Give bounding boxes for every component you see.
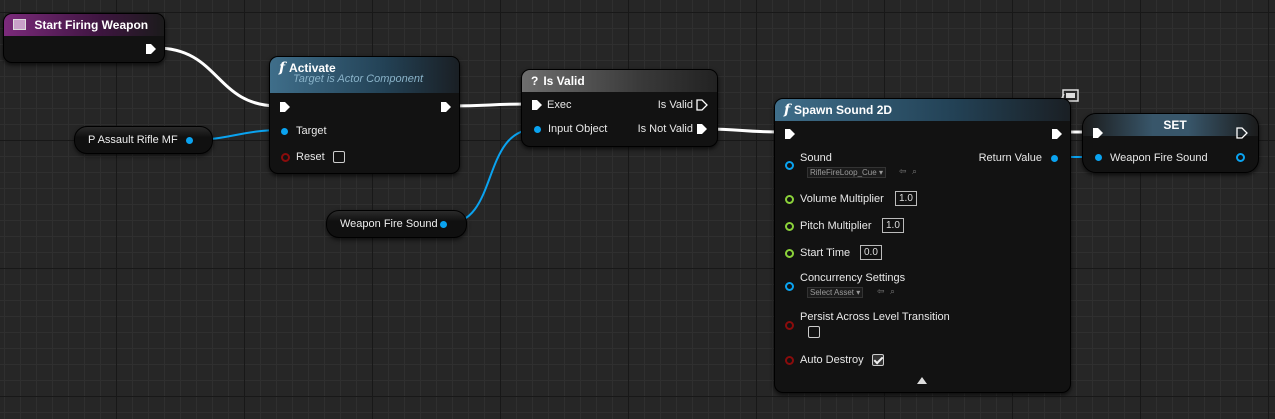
exec-wire-event-to-activate bbox=[154, 46, 280, 108]
concurrency-label: Concurrency Settings bbox=[800, 272, 906, 284]
start-time-pin[interactable] bbox=[785, 249, 794, 258]
persist-checkbox[interactable] bbox=[808, 326, 820, 338]
variable-set-node[interactable]: SET Weapon Fire Sound bbox=[1082, 113, 1259, 173]
event-node-title: Start Firing Weapon bbox=[34, 18, 149, 32]
exec-in-pin[interactable] bbox=[531, 99, 543, 111]
event-icon bbox=[13, 19, 26, 30]
return-value-pin[interactable] bbox=[1051, 155, 1058, 162]
spawn-node-title: Spawn Sound 2D bbox=[794, 103, 893, 117]
exec-out-pin[interactable] bbox=[440, 101, 452, 113]
exec-in-pin[interactable] bbox=[1092, 127, 1104, 139]
variable-get-weapon-fire-sound[interactable]: Weapon Fire Sound bbox=[326, 210, 467, 238]
start-time-input[interactable]: 0.0 bbox=[860, 245, 882, 260]
is-valid-exec-out-pin[interactable] bbox=[696, 99, 708, 111]
pitch-label: Pitch Multiplier bbox=[800, 220, 872, 232]
variable-out-pin[interactable] bbox=[440, 221, 447, 228]
question-icon: ? bbox=[531, 74, 539, 88]
reset-label: Reset bbox=[296, 151, 325, 163]
variable-get-p-assault-rifle-mf[interactable]: P Assault Rifle MF bbox=[74, 126, 213, 154]
activate-node-subtitle: Target is Actor Component bbox=[293, 73, 424, 85]
concurrency-asset-dropdown[interactable]: Select Asset ▾ bbox=[807, 287, 864, 298]
volume-label: Volume Multiplier bbox=[800, 193, 884, 205]
isvalid-node-title: Is Valid bbox=[543, 74, 585, 88]
exec-out-pin[interactable] bbox=[145, 43, 157, 55]
exec-out-pin[interactable] bbox=[1236, 127, 1248, 139]
variable-label: P Assault Rifle MF bbox=[88, 134, 178, 146]
browse-icon[interactable]: ⌕ bbox=[912, 166, 918, 176]
weapon-fire-sound-in-pin[interactable] bbox=[1095, 154, 1102, 161]
persist-label: Persist Across Level Transition bbox=[800, 311, 950, 323]
macro-node-is-valid[interactable]: ? Is Valid Exec Is Valid Input Object Is … bbox=[521, 69, 718, 147]
use-selected-icon[interactable]: ⇦ bbox=[877, 286, 885, 296]
exec-label: Exec bbox=[547, 99, 572, 111]
is-not-valid-exec-out-pin[interactable] bbox=[696, 123, 708, 135]
input-object-pin[interactable] bbox=[534, 126, 541, 133]
isvalid-node-header: ? Is Valid bbox=[522, 70, 717, 92]
sound-label: Sound bbox=[800, 152, 832, 164]
persist-pin[interactable] bbox=[785, 321, 794, 330]
event-node-start-firing-weapon[interactable]: Start Firing Weapon bbox=[3, 13, 165, 63]
exec-in-pin[interactable] bbox=[784, 128, 796, 140]
event-node-header: Start Firing Weapon bbox=[4, 14, 164, 36]
activate-node-title: Activate bbox=[289, 61, 336, 75]
sound-asset-value: RifleFireLoop_Cue bbox=[810, 168, 877, 177]
exec-out-pin[interactable] bbox=[1051, 128, 1063, 140]
return-value-label: Return Value bbox=[978, 152, 1042, 164]
is-valid-label: Is Valid bbox=[657, 99, 693, 111]
weapon-fire-sound-out-pin[interactable] bbox=[1236, 153, 1245, 162]
chevron-down-icon: ▾ bbox=[878, 168, 883, 177]
exec-wire-activate-to-isvalid bbox=[448, 102, 532, 108]
variable-label: Weapon Fire Sound bbox=[340, 218, 438, 230]
variable-out-pin[interactable] bbox=[186, 137, 193, 144]
auto-destroy-checkbox[interactable] bbox=[872, 354, 884, 366]
browse-icon[interactable]: ⌕ bbox=[890, 286, 896, 296]
is-not-valid-label: Is Not Valid bbox=[637, 123, 693, 135]
sound-asset-dropdown[interactable]: RifleFireLoop_Cue ▾ bbox=[807, 167, 886, 178]
collapse-advanced-icon[interactable] bbox=[917, 377, 927, 384]
volume-pin[interactable] bbox=[785, 195, 794, 204]
target-label: Target bbox=[296, 125, 327, 137]
volume-input[interactable]: 1.0 bbox=[895, 191, 917, 206]
use-selected-icon[interactable]: ⇦ bbox=[899, 166, 907, 176]
target-pin[interactable] bbox=[281, 128, 288, 135]
input-object-label: Input Object bbox=[548, 123, 608, 135]
function-icon: f bbox=[279, 60, 286, 76]
sound-pin[interactable] bbox=[785, 161, 794, 170]
concurrency-asset-value: Select Asset bbox=[810, 288, 855, 297]
function-icon: f bbox=[784, 102, 791, 118]
reset-pin[interactable] bbox=[281, 153, 290, 162]
auto-destroy-pin[interactable] bbox=[785, 356, 794, 365]
auto-destroy-label: Auto Destroy bbox=[800, 354, 864, 366]
set-node-title: SET bbox=[1163, 118, 1187, 132]
start-time-label: Start Time bbox=[800, 247, 851, 259]
set-node-header: SET bbox=[1083, 114, 1258, 136]
pitch-pin[interactable] bbox=[785, 222, 794, 231]
pitch-input[interactable]: 1.0 bbox=[882, 218, 904, 233]
set-var-label: Weapon Fire Sound bbox=[1110, 152, 1208, 164]
chevron-down-icon: ▾ bbox=[856, 288, 861, 297]
concurrency-pin[interactable] bbox=[785, 282, 794, 291]
reset-checkbox[interactable] bbox=[333, 151, 345, 163]
exec-in-pin[interactable] bbox=[279, 101, 291, 113]
